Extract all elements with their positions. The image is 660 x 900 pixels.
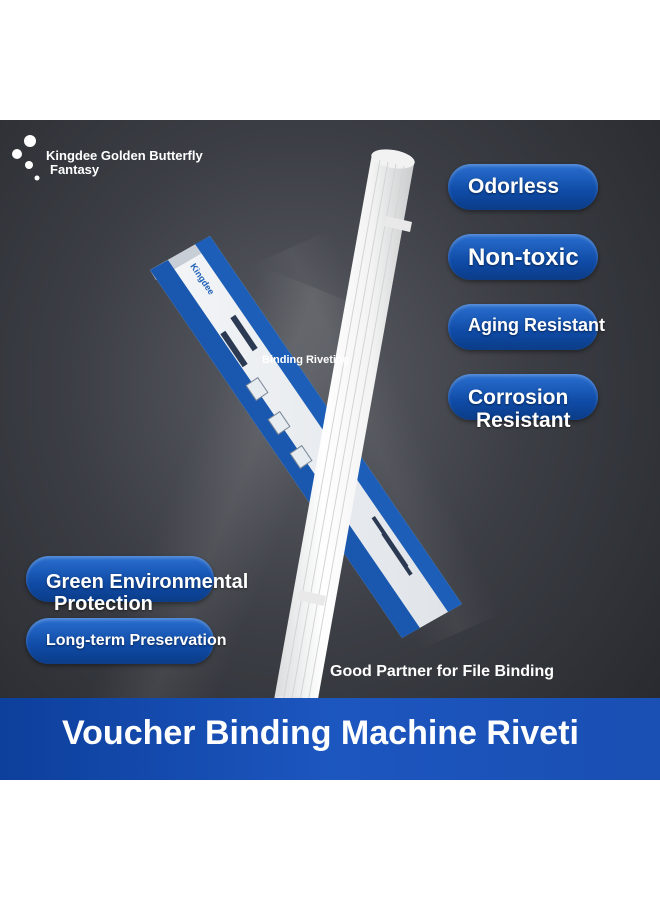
feature-label-non-toxic: Non-toxic: [468, 244, 579, 271]
feature-label-odorless: Odorless: [468, 175, 560, 198]
feature-label-aging-resistant: Aging Resistant: [468, 315, 606, 335]
partner-caption: Good Partner for File Binding: [330, 663, 554, 680]
brand-logo: Kingdee Golden Butterfly Fantasy: [10, 132, 250, 182]
feature-label-green-line2: Protection: [54, 593, 153, 615]
product-caption: Binding Riveting: [262, 354, 350, 366]
feature-label-corrosion-line2: Resistant: [476, 409, 571, 432]
feature-label-corrosion-line1: Corrosion: [468, 386, 569, 409]
feature-pill-long-term-preservation: [26, 618, 214, 664]
product-illustration: Kingdee: [150, 149, 462, 715]
feature-pill-corrosion-resistant: [448, 374, 598, 420]
feature-pill-odorless: [448, 164, 598, 210]
headline-strip: Voucher Binding Machine Riveti: [0, 698, 660, 780]
brand-name-line1: Kingdee Golden Butterfly: [46, 148, 203, 163]
feature-pill-green-protection: [26, 556, 214, 602]
feature-label-long-term-preservation: Long-term Preservation: [46, 632, 227, 649]
butterfly-dots-icon: [12, 135, 40, 181]
product-banner: Kingdee Golden Butterfly Fantasy: [0, 120, 660, 780]
brand-name-line2: Fantasy: [50, 162, 100, 177]
feature-pill-non-toxic: [448, 234, 598, 280]
feature-pill-aging-resistant: [448, 304, 598, 350]
feature-label-green-line1: Green Environmental: [46, 571, 249, 593]
rivet-tube: [273, 149, 415, 715]
headline-text: Voucher Binding Machine Riveti: [62, 714, 579, 752]
